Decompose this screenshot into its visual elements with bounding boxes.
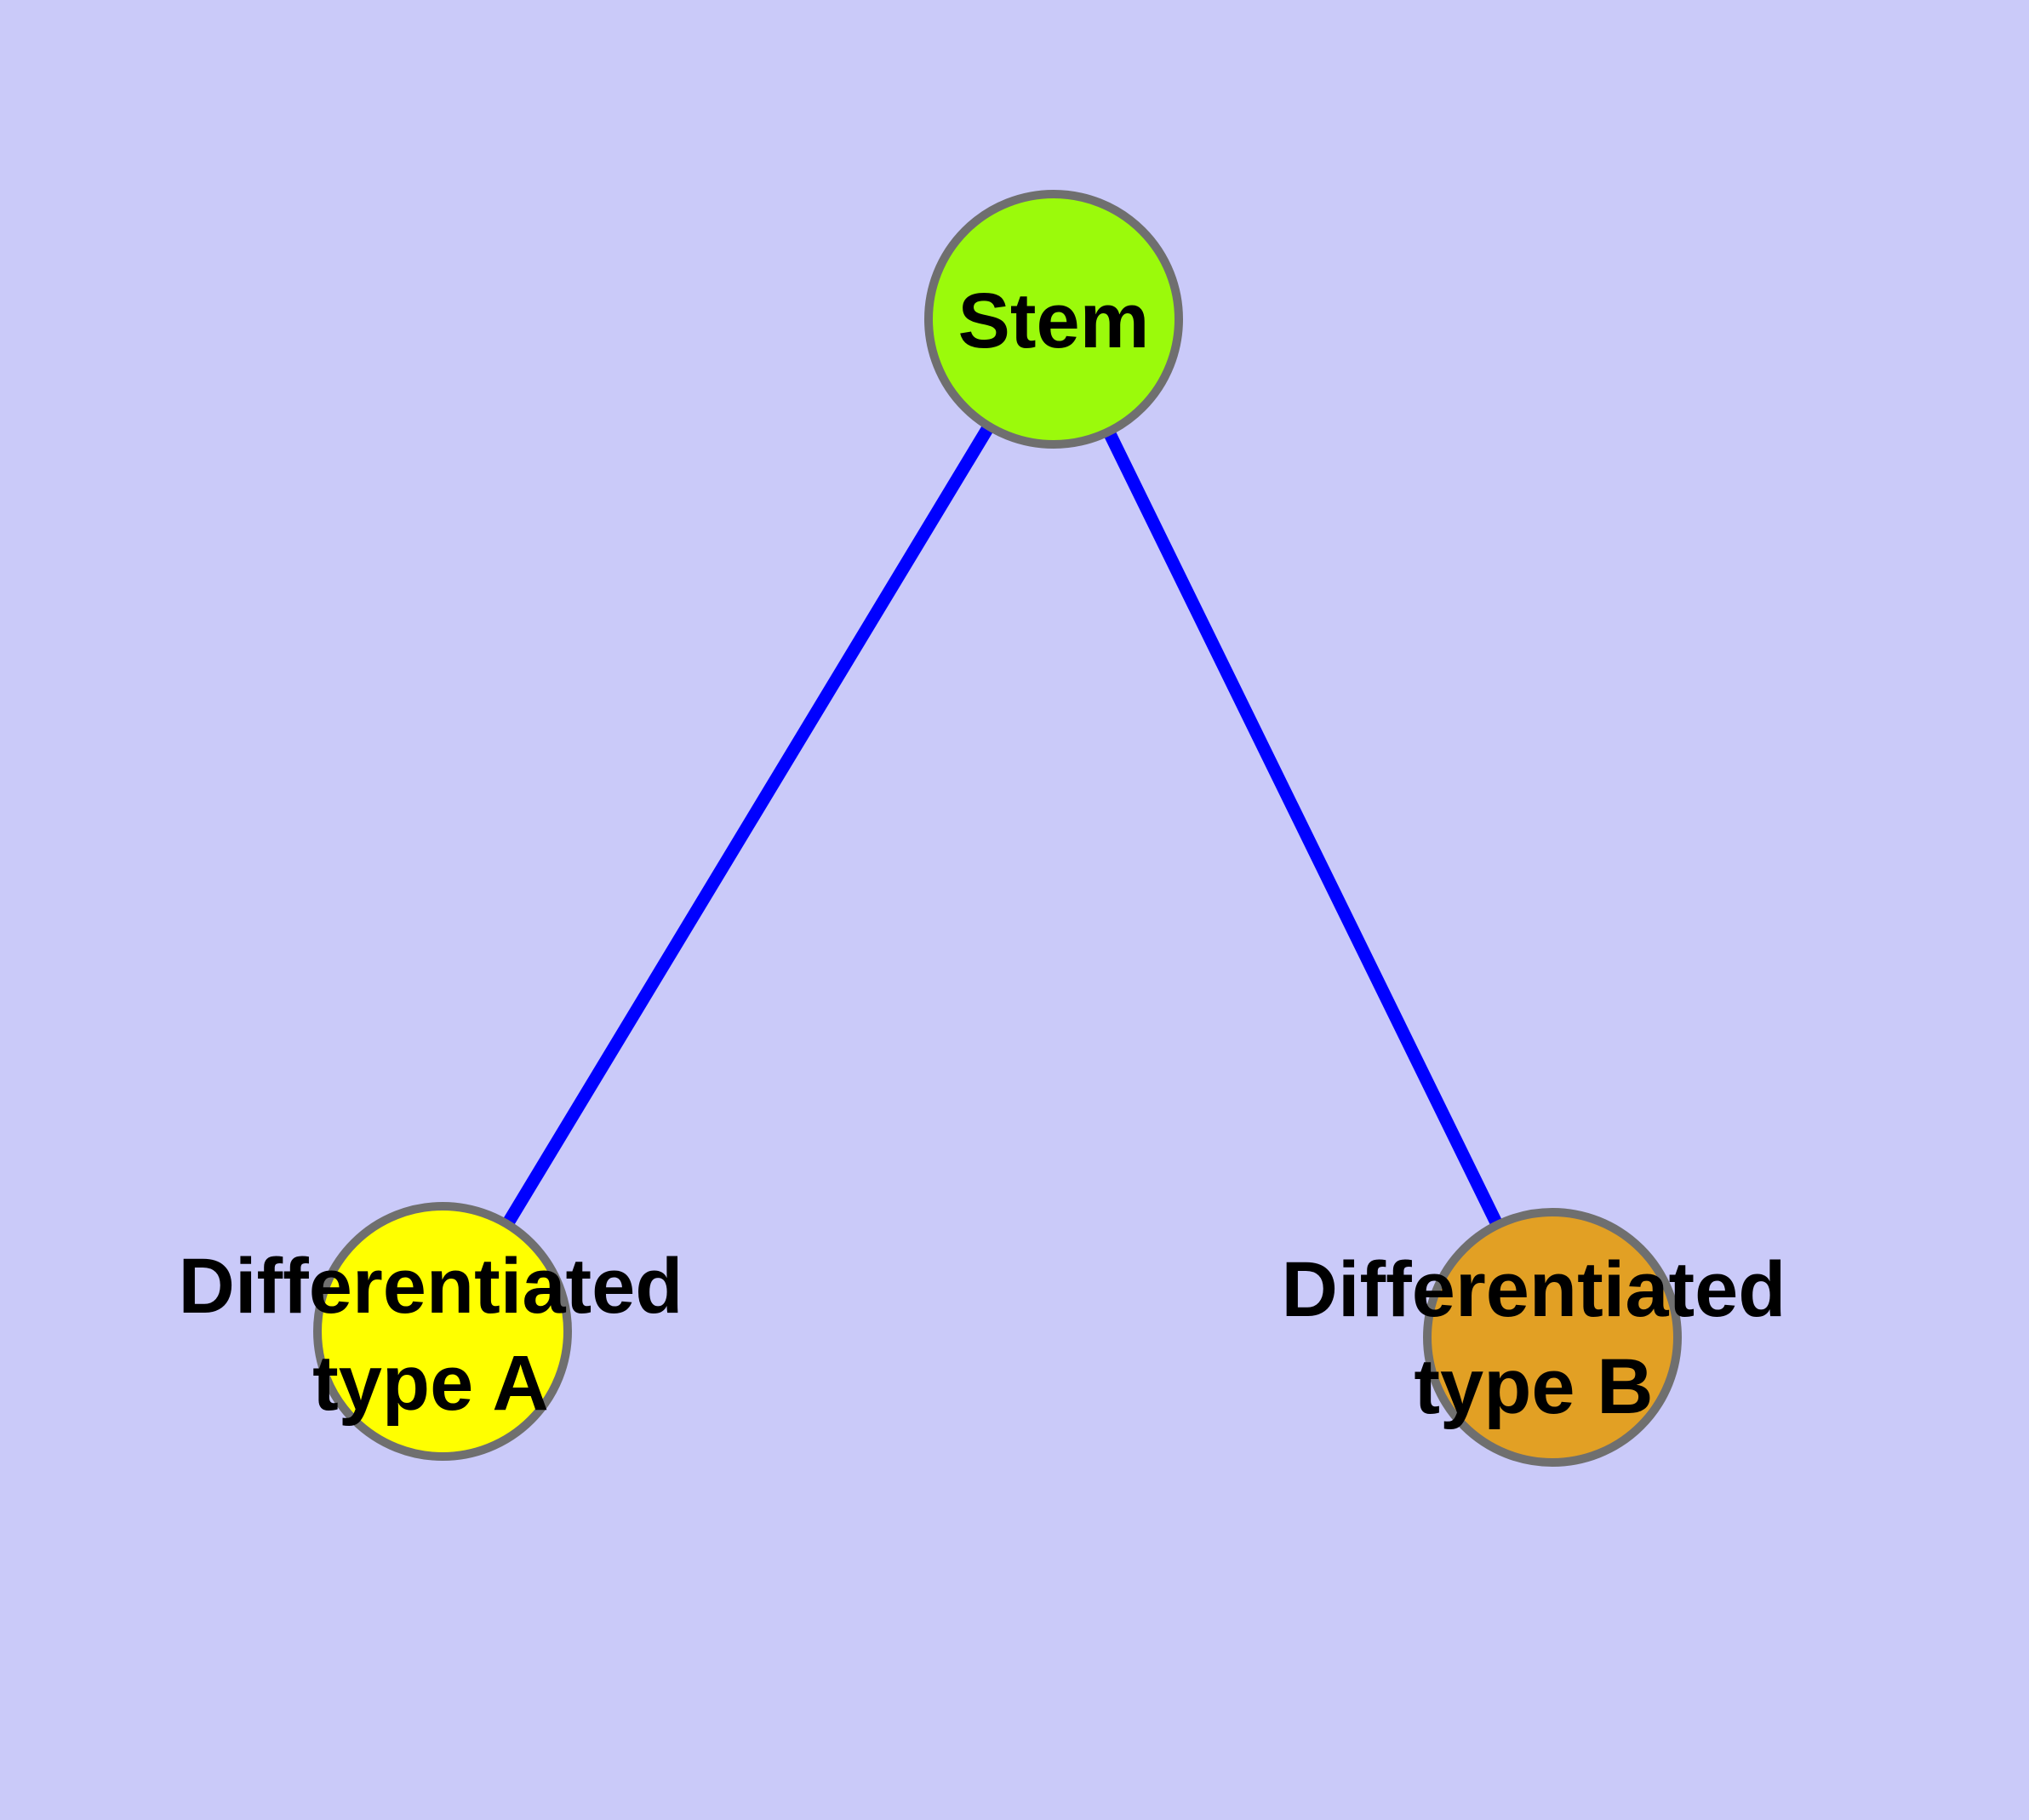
node-differentiated-type-b-label: Differentiated type B <box>1281 1246 1786 1430</box>
edge-stem-to-type-b <box>1048 316 1558 1341</box>
node-differentiated-type-a-label: Differentiated type A <box>178 1243 683 1427</box>
node-differentiated-type-b-circle <box>1423 1208 1682 1467</box>
edge-stem-to-type-a <box>437 316 1060 1335</box>
node-differentiated-type-a-circle <box>313 1202 572 1461</box>
node-stem-circle <box>924 190 1183 449</box>
node-stem-label: Stem <box>957 278 1150 364</box>
